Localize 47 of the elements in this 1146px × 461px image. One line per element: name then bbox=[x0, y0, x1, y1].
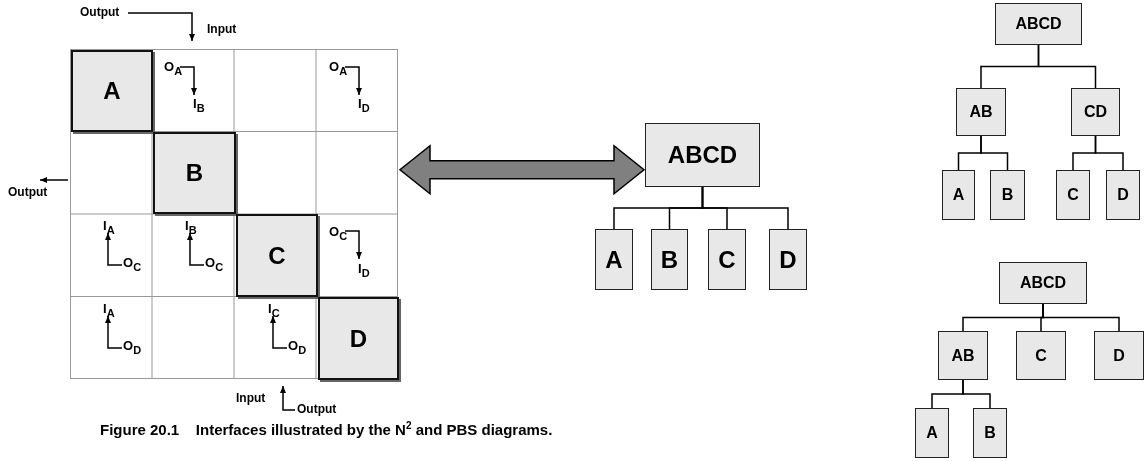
n2-matrix bbox=[70, 49, 398, 379]
key-label: Input bbox=[236, 392, 266, 404]
pbs-box: C bbox=[708, 229, 746, 290]
key-label: Input bbox=[207, 23, 237, 35]
pbs-box: B bbox=[990, 170, 1025, 220]
double-arrow bbox=[398, 144, 646, 196]
pbs-box: AB bbox=[956, 88, 1006, 136]
pbs-box: C bbox=[1056, 170, 1090, 220]
pbs-box: CD bbox=[1071, 88, 1120, 136]
interface-label: I$_{B}$ bbox=[193, 97, 205, 114]
key-label: Output bbox=[8, 186, 48, 198]
tree-connector bbox=[980, 135, 1009, 171]
tree-connector bbox=[1042, 303, 1120, 332]
pbs-box: B bbox=[651, 229, 688, 290]
pbs-box: AB bbox=[938, 331, 988, 380]
interface-label: I$_{A}$ bbox=[103, 302, 115, 319]
tree-connector bbox=[1037, 44, 1097, 89]
pbs-box: A bbox=[595, 229, 633, 290]
interface-label: O$_{A}$ bbox=[329, 60, 348, 77]
function-box: D bbox=[318, 297, 399, 380]
function-box: A bbox=[71, 50, 153, 132]
tree-connector bbox=[1094, 135, 1124, 171]
pbs-box: ABCD bbox=[999, 262, 1087, 304]
figure-caption: Figure 20.1 Interfaces illustrated by the N$^{2}$ and PBS diagrams. bbox=[100, 420, 553, 438]
pbs-box: D bbox=[769, 229, 807, 290]
interface-label: I$_{D}$ bbox=[358, 262, 370, 279]
pbs-box: ABCD bbox=[995, 3, 1082, 45]
function-box: B bbox=[153, 132, 236, 214]
pbs-box: B bbox=[973, 408, 1007, 458]
pbs-box: D bbox=[1094, 331, 1144, 380]
function-box: C bbox=[236, 214, 318, 297]
tree-connector bbox=[962, 379, 991, 409]
pbs-box: A bbox=[915, 408, 949, 458]
interface-label: O$_{C}$ bbox=[205, 256, 224, 273]
interface-label: I$_{A}$ bbox=[103, 219, 115, 236]
interface-label: I$_{C}$ bbox=[268, 302, 280, 319]
interface-label: O$_{D}$ bbox=[288, 339, 307, 356]
key-label: Output bbox=[80, 6, 120, 18]
interface-label: O$_{D}$ bbox=[123, 339, 142, 356]
tree-connector bbox=[701, 186, 789, 230]
pbs-box: D bbox=[1106, 170, 1140, 220]
interface-label: O$_{C}$ bbox=[123, 256, 142, 273]
pbs-box: C bbox=[1016, 331, 1066, 380]
interface-label: I$_{D}$ bbox=[358, 97, 370, 114]
pbs-box: ABCD bbox=[645, 123, 760, 187]
key-label: Output bbox=[297, 403, 337, 415]
pbs-box: A bbox=[942, 170, 975, 220]
